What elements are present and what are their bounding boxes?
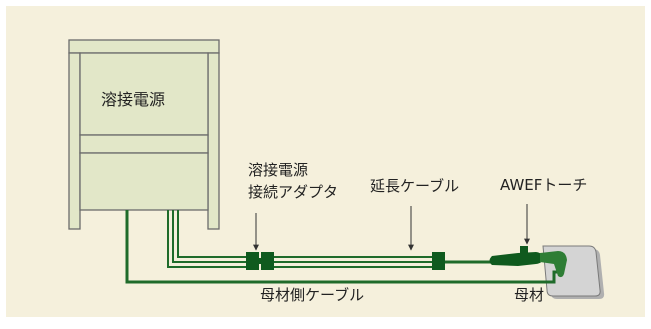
- extension-connector: [432, 252, 445, 270]
- extension-cable-label: 延長ケーブル: [370, 177, 460, 195]
- cabinet-upper-body: [79, 52, 209, 136]
- adapter-label-line1: 溶接電源: [248, 161, 309, 179]
- awef-torch: [489, 246, 567, 278]
- cabinet-lower-body: [79, 152, 209, 211]
- adapter-bridge: [258, 258, 262, 264]
- adapter-connector-left: [246, 252, 259, 270]
- power-output-leads: [167, 210, 247, 268]
- base-cable-label: 母材側ケーブル: [260, 286, 365, 304]
- power-source-label: 溶接電源: [101, 90, 166, 109]
- adapter-label-line2: 接続アダプタ: [248, 183, 339, 201]
- torch-label: AWEFトーチ: [500, 176, 588, 194]
- power-source-cabinet: [68, 39, 220, 230]
- torch-head: [540, 251, 567, 278]
- wiring-diagram: [68, 39, 605, 299]
- torch-handle: [489, 252, 543, 266]
- cabinet-right-post: [207, 52, 220, 230]
- cabinet-middle-band: [79, 134, 209, 154]
- torch-trigger: [520, 246, 528, 253]
- base-metal-label: 母材: [514, 286, 545, 304]
- base-metal-cable: [125, 210, 559, 284]
- adapter-connector-right: [261, 252, 274, 270]
- extension-cable: [274, 256, 432, 268]
- cabinet-left-post: [68, 52, 81, 230]
- diagram-canvas: 溶接電源 溶接電源 接続アダプタ 延長ケーブル AWEFトーチ 母材側ケーブル …: [6, 6, 645, 317]
- cabinet-top-bar: [68, 39, 220, 54]
